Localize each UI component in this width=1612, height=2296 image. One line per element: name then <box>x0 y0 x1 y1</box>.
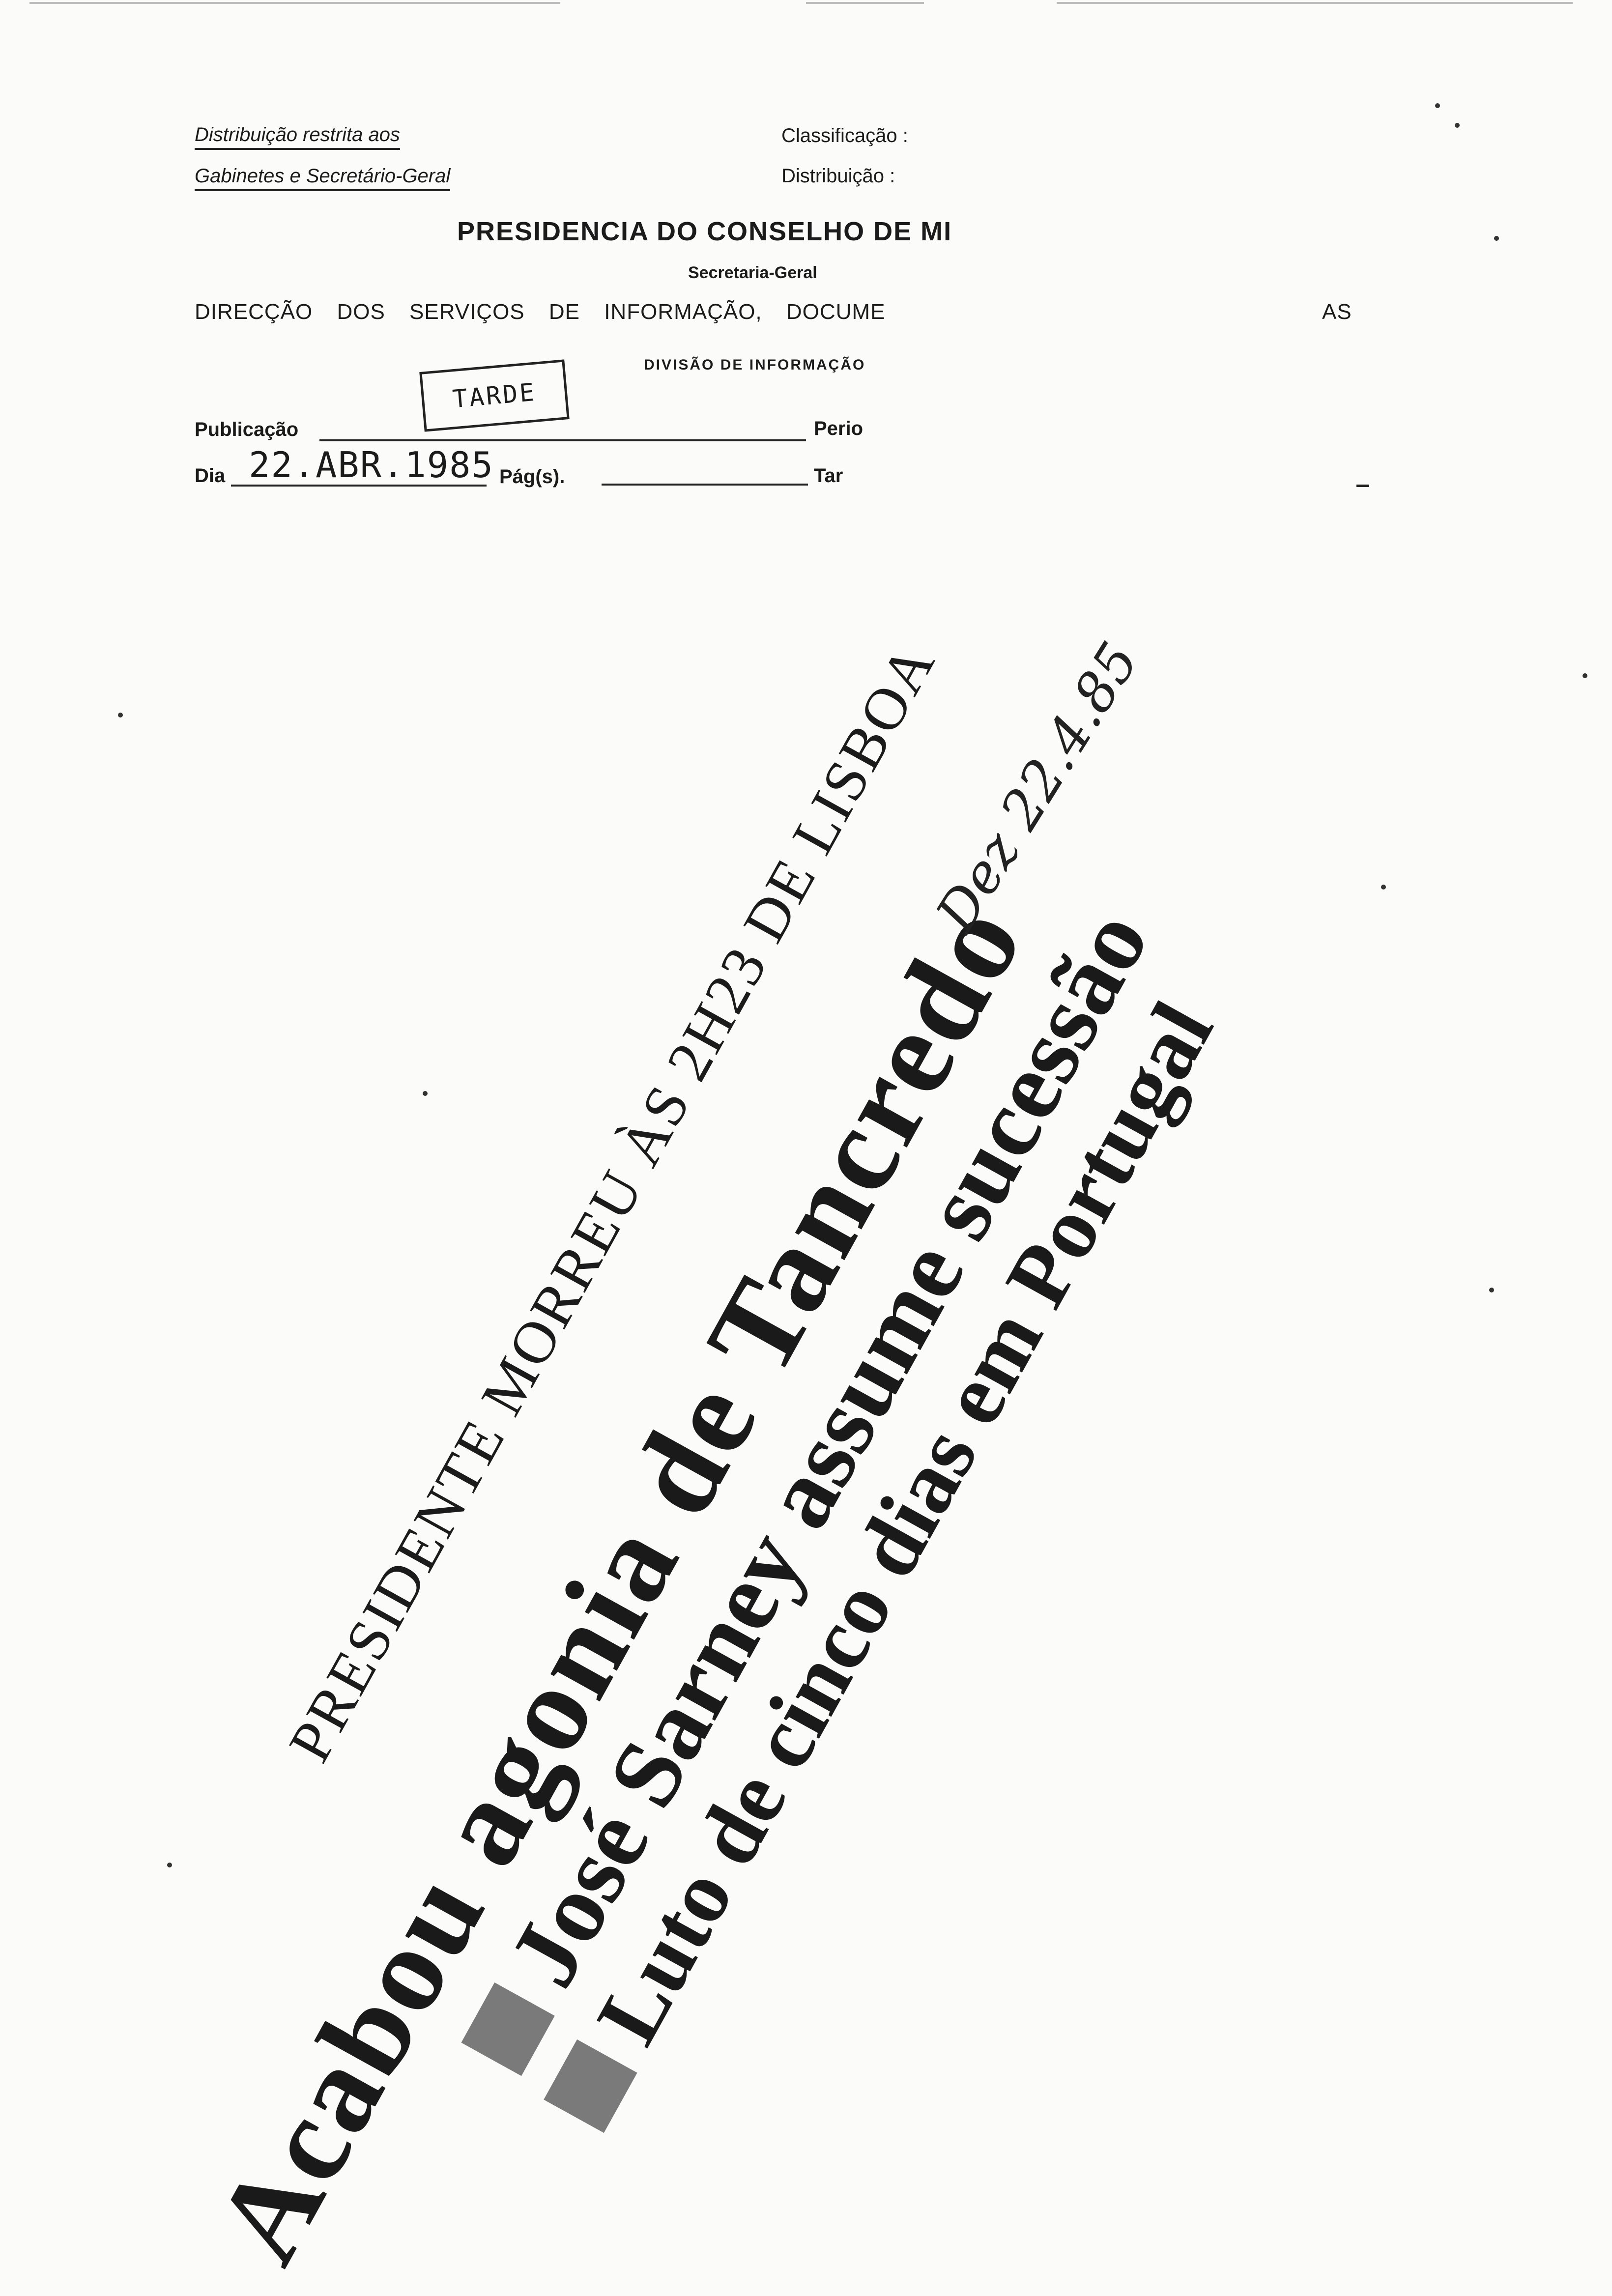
date-value: 22.ABR.1985 <box>249 444 494 486</box>
scan-line <box>29 2 560 4</box>
scan-speck <box>1435 103 1440 108</box>
distribution-label: Distribuição : <box>781 165 895 187</box>
directorate-line: DIRECÇÃO DOS SERVIÇOS DE INFORMAÇÃO, DOC… <box>195 300 886 324</box>
directorate-line-tail: AS <box>1322 300 1352 324</box>
pages-line <box>602 484 808 486</box>
scan-speck <box>1583 673 1587 678</box>
restricted-distribution-label: Distribuição restrita aos <box>195 124 400 150</box>
presidency-title: PRESIDENCIA DO CONSELHO DE MI <box>457 217 952 246</box>
bullet-square <box>461 1982 555 2076</box>
bullet-square <box>544 2039 637 2133</box>
scan-speck <box>423 1091 428 1096</box>
scan-speck <box>1489 1288 1494 1292</box>
scan-speck <box>1494 236 1499 241</box>
day-label: Dia <box>195 465 226 487</box>
handwritten-annotation: Dez 22.4.85 <box>924 631 1151 943</box>
tarde-stamp: TARDE <box>419 359 570 432</box>
secretariat-label: Secretaria-Geral <box>688 263 817 282</box>
pages-label: Pág(s). <box>499 466 565 488</box>
margin-dash <box>1356 485 1369 487</box>
tar-label: Tar <box>814 465 843 487</box>
scan-speck <box>1455 123 1460 128</box>
scan-speck <box>167 1863 172 1867</box>
period-label: Perio <box>814 418 864 439</box>
day-line <box>231 485 487 487</box>
scan-speck <box>1381 885 1386 890</box>
division-label: DIVISÃO DE INFORMAÇÃO <box>644 357 866 373</box>
cabinets-label: Gabinetes e Secretário-Geral <box>195 165 451 191</box>
scan-speck <box>118 713 123 718</box>
scan-line <box>1057 2 1573 4</box>
scan-line <box>806 2 924 4</box>
publication-line <box>319 439 806 441</box>
publication-label: Publicação <box>195 419 299 440</box>
classification-label: Classificação : <box>781 125 908 146</box>
clipping-bullet-1: José Sarney assume sucessão <box>441 892 1171 2086</box>
